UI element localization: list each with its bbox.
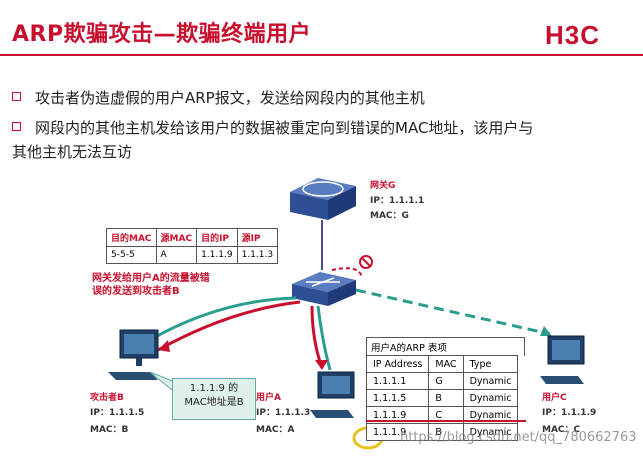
gateway-ip: IP：1.1.1.1 xyxy=(370,196,425,206)
user-c-computer-icon xyxy=(540,335,585,384)
packet-value-cell: 1.1.1.3 xyxy=(236,246,279,264)
packet-header-cell: 源IP xyxy=(236,228,279,247)
arp-row: 1.1.1.9 C Dynamic xyxy=(365,406,519,424)
bullet-1-text: 攻击者伪造虚假的用户ARP报文，发送给网段内的其他主机 xyxy=(35,89,425,107)
packet-header-cell: 目的MAC xyxy=(106,228,157,247)
arp-entry-strikethrough xyxy=(366,420,526,422)
arp-packet-table: 目的MAC 源MAC 目的IP 源IP 5-5-5 A 1.1.1.9 1.1.… xyxy=(106,228,279,264)
bullet-2-continuation: 其他主机无法互访 xyxy=(12,143,133,161)
packet-value-cell: A xyxy=(155,246,198,264)
redirect-note-line: 误的发送到攻击者B xyxy=(92,286,180,297)
arp-cell: Dynamic xyxy=(462,423,519,441)
packet-value-row: 5-5-5 A 1.1.1.9 1.1.1.3 xyxy=(106,246,279,264)
arp-row: 1.1.1.9 B Dynamic xyxy=(365,423,519,441)
arp-cell: G xyxy=(428,372,464,390)
watermark: https://blog.csdn.net/qq_780662763 xyxy=(400,430,637,445)
callout-line: MAC地址是B xyxy=(184,397,244,408)
arp-cell: 1.1.1.1 xyxy=(365,372,430,390)
arp-row: 1.1.1.1 G Dynamic xyxy=(365,372,519,390)
h3c-logo: H3C xyxy=(545,20,601,50)
arp-table-title: 用户A的ARP 表项 xyxy=(366,337,525,356)
user-c-name: 用户C xyxy=(542,393,567,403)
bullet-1: 攻击者伪造虚假的用户ARP报文，发送给网段内的其他主机 xyxy=(12,86,622,110)
arp-header-row: IP Address MAC Type xyxy=(365,355,519,373)
gateway-router-icon xyxy=(290,178,356,220)
user-c-ip: IP：1.1.1.9 xyxy=(542,408,597,418)
arp-header-cell: MAC xyxy=(428,355,464,373)
gateway-name: 网关G xyxy=(370,181,396,191)
packet-value-cell: 5-5-5 xyxy=(106,246,157,264)
bullet-square-icon xyxy=(12,92,21,101)
user-a-computer-icon xyxy=(310,371,355,418)
bullet-2: 网段内的其他主机发给该用户的数据被重定向到错误的MAC地址，该用户与 其他主机无… xyxy=(12,116,622,164)
slide-title: ARP欺骗攻击—欺骗终端用户 xyxy=(12,22,312,47)
arp-header-cell: IP Address xyxy=(365,355,430,373)
user-a-ip: IP：1.1.1.3 xyxy=(256,408,311,418)
arp-cell: 1.1.1.5 xyxy=(365,389,430,407)
attacker-computer-icon xyxy=(108,329,159,380)
blocked-icon xyxy=(359,255,373,269)
arp-cell: Dynamic xyxy=(462,389,519,407)
redirect-note: 网关发给用户A的流量被错 误的发送到攻击者B xyxy=(92,272,210,298)
packet-header-cell: 目的IP xyxy=(196,228,238,247)
gateway-mac: MAC：G xyxy=(370,211,409,221)
user-c-dashed-link xyxy=(355,288,551,336)
redirect-note-line: 网关发给用户A的流量被错 xyxy=(92,273,210,284)
user-a-arp-table: IP Address MAC Type 1.1.1.1 G Dynamic 1.… xyxy=(365,355,519,441)
arp-cell: B xyxy=(428,389,464,407)
arp-header-cell: Type xyxy=(462,355,519,373)
arp-row: 1.1.1.5 B Dynamic xyxy=(365,389,519,407)
user-a-name: 用户A xyxy=(256,393,281,403)
arp-cell: Dynamic xyxy=(462,372,519,390)
blocked-path xyxy=(331,267,363,279)
attacker-name: 攻击者B xyxy=(90,393,124,403)
arp-cell: 1.1.1.9 xyxy=(365,423,430,441)
spoof-callout: 1.1.1.9 的 MAC地址是B xyxy=(172,378,256,420)
attacker-ip: IP：1.1.1.5 xyxy=(90,408,145,418)
attacker-mac: MAC：B xyxy=(90,425,129,435)
bullet-2-text: 网段内的其他主机发给该用户的数据被重定向到错误的MAC地址，该用户与 xyxy=(35,119,534,137)
attacker-link xyxy=(149,296,297,342)
user-a-link xyxy=(316,305,332,371)
packet-value-cell: 1.1.1.9 xyxy=(196,246,238,264)
user-c-mac: MAC：C xyxy=(542,425,581,435)
arp-cell: B xyxy=(428,423,464,441)
user-a-mac: MAC：A xyxy=(256,425,295,435)
callout-line: 1.1.1.9 的 xyxy=(189,383,239,394)
redirect-arrow xyxy=(157,300,301,352)
bullet-square-icon xyxy=(12,122,21,131)
packet-header-row: 目的MAC 源MAC 目的IP 源IP xyxy=(106,228,279,247)
packet-header-cell: 源MAC xyxy=(155,228,198,247)
title-divider xyxy=(0,54,643,56)
switch-icon xyxy=(292,272,356,306)
